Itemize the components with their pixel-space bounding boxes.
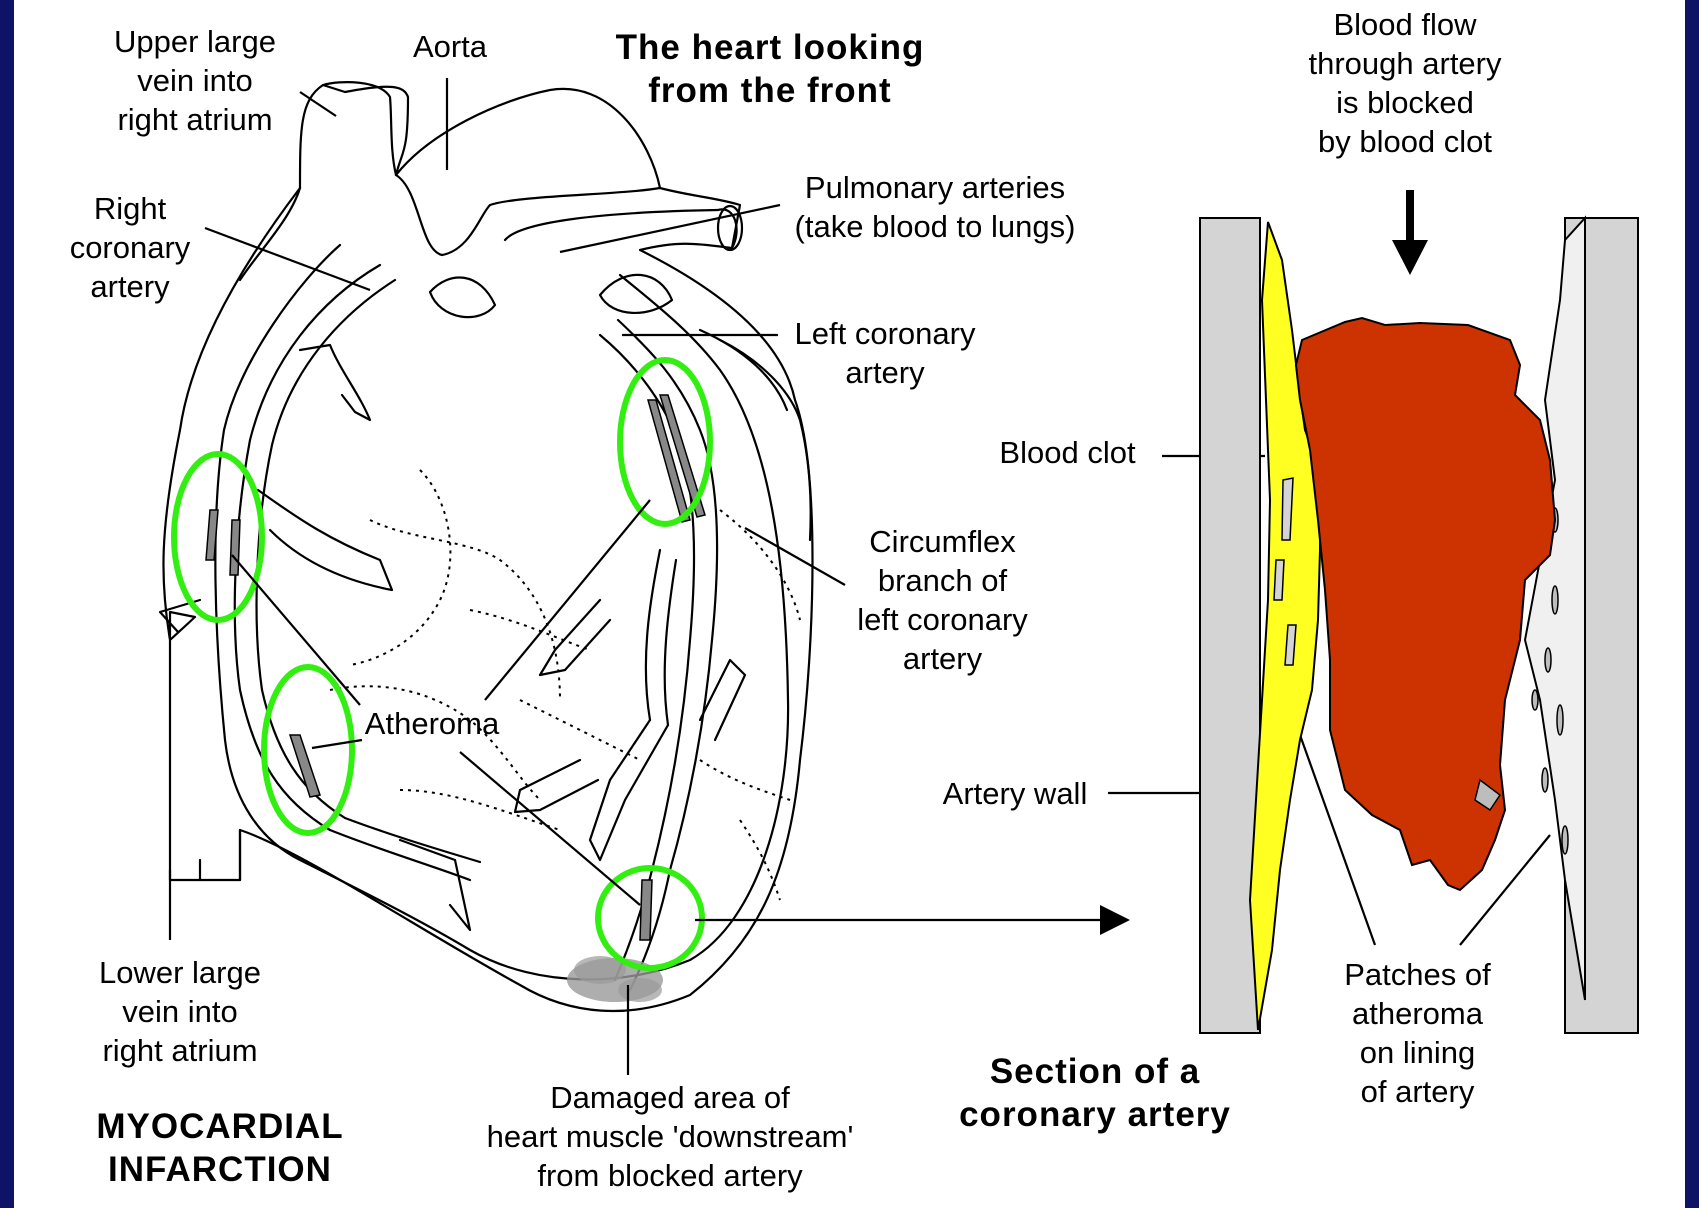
label-pulmonary: Pulmonary arteries(take blood to lungs) bbox=[770, 168, 1100, 246]
label-aorta: Aorta bbox=[400, 27, 500, 66]
label-artery-wall: Artery wall bbox=[925, 774, 1105, 813]
label-atheroma: Atheroma bbox=[352, 704, 512, 743]
damaged-area-patch bbox=[567, 956, 663, 1002]
section-arrow-head bbox=[1100, 905, 1130, 935]
heart-inner-outline bbox=[215, 245, 788, 979]
label-blood-clot: Blood clot bbox=[980, 433, 1155, 472]
highlight-ring-right-lower bbox=[264, 667, 352, 833]
leader-circumflex bbox=[745, 528, 845, 585]
leader-atheroma-1 bbox=[232, 555, 360, 705]
leader-atheroma-2 bbox=[485, 500, 650, 700]
blood-flow-arrow bbox=[1392, 190, 1428, 275]
leader-right-coronary bbox=[205, 228, 370, 290]
pulmonary-trunk bbox=[505, 209, 737, 248]
blood-clot bbox=[1296, 318, 1555, 890]
lower-vein bbox=[200, 830, 240, 880]
